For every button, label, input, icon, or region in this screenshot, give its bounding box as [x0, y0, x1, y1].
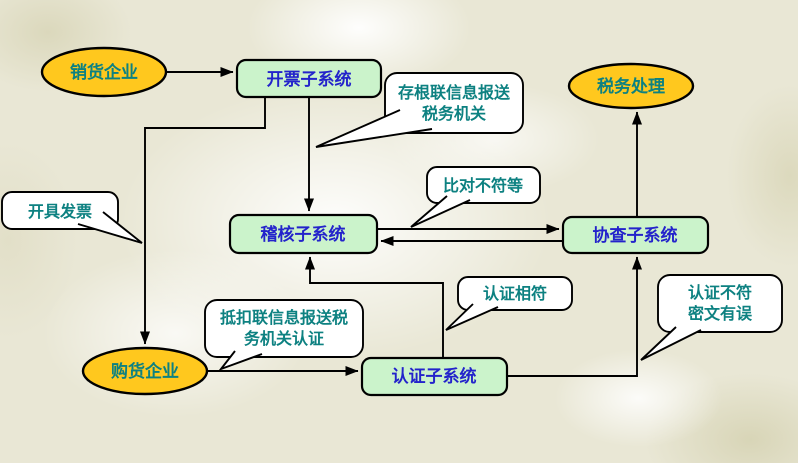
seller-ellipse — [40, 46, 168, 98]
audit-label: 稽核子系统 — [261, 224, 346, 244]
node-investigation: 协查子系统 — [561, 215, 710, 255]
edges — [140, 67, 642, 377]
node-tax-processing: 税务处理 — [567, 62, 695, 110]
auth-match-line1: 认证相符 — [483, 284, 547, 303]
issue-invoice-tail — [78, 212, 142, 243]
edge-invoicing-to-buyer — [140, 97, 266, 345]
stub-report-line1: 存根联信息报送 — [398, 83, 511, 102]
auth-mismatch-line2: 密文有误 — [687, 304, 753, 323]
tax-processing-ellipse — [567, 62, 695, 110]
buyer-label: 购货企业 — [111, 361, 179, 381]
stub-report-line2: 税务机关 — [422, 104, 486, 123]
callout-issue-invoice: 开具发票 — [1, 191, 143, 244]
seller-label: 销货企业 — [70, 62, 138, 82]
authentication-rect — [360, 356, 509, 397]
callout-auth-match: 认证相符 — [445, 276, 573, 331]
node-audit: 稽核子系统 — [228, 213, 379, 255]
auth-mismatch-bubble — [657, 274, 783, 333]
investigation-rect — [561, 215, 710, 255]
invoicing-rect — [235, 58, 383, 99]
investigation-label: 协查子系统 — [593, 225, 678, 245]
auth-match-bubble — [457, 276, 573, 311]
stub-report-tail — [316, 110, 432, 147]
audit-rect — [228, 213, 379, 255]
issue-invoice-line1: 开具发票 — [28, 202, 92, 221]
authentication-label: 认证子系统 — [392, 366, 477, 386]
callout-deduction-report: 抵扣联信息报送税 务机关认证 — [204, 299, 364, 372]
edge-authentication-to-investigation — [507, 256, 642, 377]
node-invoicing: 开票子系统 — [235, 58, 383, 99]
tax-processing-label: 税务处理 — [597, 76, 665, 96]
deduction-report-bubble — [204, 299, 364, 358]
callout-mismatch: 比对不符等 — [410, 166, 541, 228]
deduction-report-line1: 抵扣联信息报送税 — [220, 308, 348, 327]
node-buyer: 购货企业 — [81, 346, 209, 396]
node-seller: 销货企业 — [40, 46, 168, 98]
node-authentication: 认证子系统 — [360, 356, 509, 397]
edge-authentication-to-audit — [305, 256, 444, 358]
callout-stub-report: 存根联信息报送 税务机关 — [315, 72, 524, 148]
auth-mismatch-line1: 认证不符 — [688, 283, 752, 302]
callout-auth-mismatch: 认证不符 密文有误 — [640, 274, 783, 361]
mismatch-bubble — [426, 166, 541, 204]
invoicing-label: 开票子系统 — [267, 69, 352, 89]
stub-report-bubble — [384, 72, 524, 134]
deduction-report-line2: 务机关认证 — [244, 329, 324, 348]
buyer-ellipse — [81, 346, 209, 396]
mismatch-line1: 比对不符等 — [443, 176, 523, 195]
